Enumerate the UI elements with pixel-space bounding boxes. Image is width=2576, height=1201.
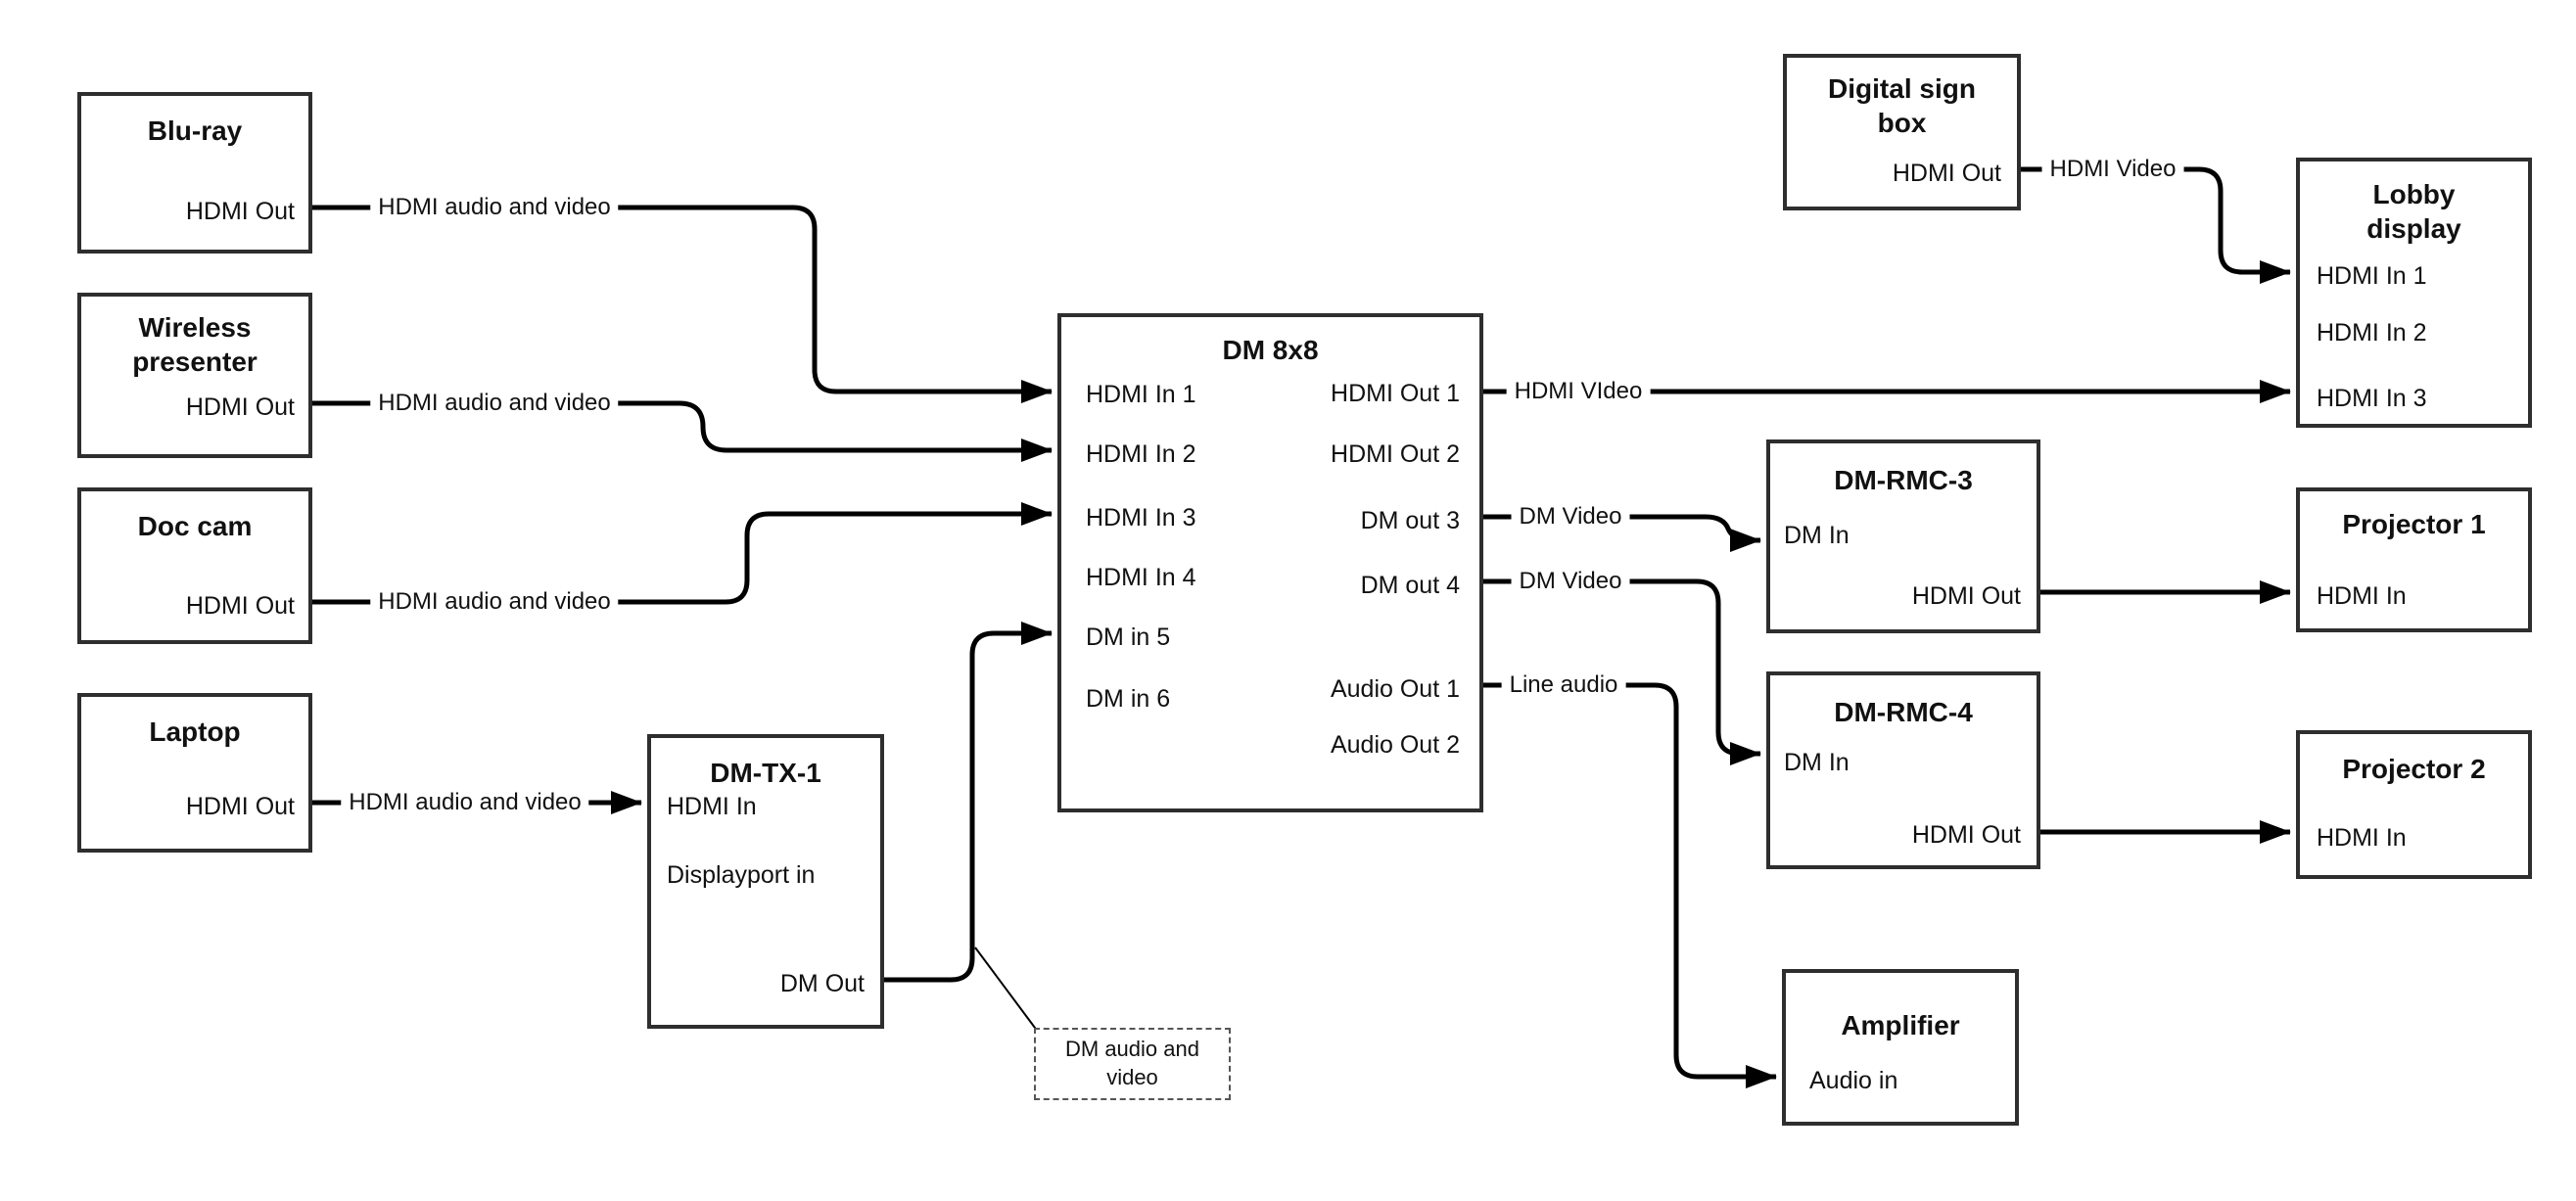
port-dm-out: DM Out <box>779 970 865 997</box>
node-title: Laptop <box>149 716 241 747</box>
node-title: Lobby display <box>2366 179 2461 244</box>
node-doc-cam: Doc cam HDMI Out <box>77 487 312 644</box>
edge-bluray-to-dm8x8-in1 <box>312 205 1053 403</box>
edge-label-bluray: HDMI audio and video <box>370 194 619 221</box>
port-dm-in: DM In <box>1784 749 1850 776</box>
port-hdmi-in-2: HDMI In 2 <box>1086 440 1196 468</box>
node-lobby-display: Lobby display HDMI In 1 HDMI In 2 HDMI I… <box>2296 158 2532 428</box>
node-title: DM-RMC-3 <box>1834 465 1973 495</box>
port-dm-in-6: DM in 6 <box>1086 685 1171 713</box>
node-projector-2: Projector 2 HDMI In <box>2296 730 2532 879</box>
edge-sign-to-lobby-in1 <box>2021 166 2291 284</box>
edge-label-hdmi-video-out1: HDMI VIdeo <box>1506 378 1651 405</box>
port-hdmi-out: HDMI Out <box>185 793 295 820</box>
port-hdmi-in: HDMI In <box>667 793 757 820</box>
edge-label-sign-hdmi-video: HDMI Video <box>2041 156 2184 183</box>
port-hdmi-in-2: HDMI In 2 <box>2317 319 2427 346</box>
node-laptop: Laptop HDMI Out <box>77 693 312 853</box>
node-title: Projector 1 <box>2342 509 2486 539</box>
port-hdmi-in: HDMI In <box>2317 582 2407 610</box>
node-digital-sign-box: Digital sign box HDMI Out <box>1783 54 2021 210</box>
port-dm-in-5: DM in 5 <box>1086 624 1171 651</box>
port-hdmi-in: HDMI In <box>2317 824 2407 852</box>
node-dm-8x8: DM 8x8 HDMI In 1 HDMI In 2 HDMI In 3 HDM… <box>1057 313 1483 812</box>
port-hdmi-out: HDMI Out <box>1892 160 2001 187</box>
port-audio-out-2: Audio Out 2 <box>1330 731 1460 759</box>
edge-doccam-to-dm8x8-in3 <box>312 502 1053 605</box>
node-amplifier: Amplifier Audio in <box>1782 969 2019 1126</box>
node-title: DM-TX-1 <box>710 758 821 788</box>
port-audio-in: Audio in <box>1809 1067 1898 1094</box>
edge-dm8x8-out3-to-rmc3 <box>1483 514 1761 552</box>
port-audio-out-1: Audio Out 1 <box>1330 675 1460 703</box>
edge-wireless-to-dm8x8-in2 <box>312 400 1053 462</box>
node-projector-1: Projector 1 HDMI In <box>2296 487 2532 632</box>
port-hdmi-out: HDMI Out <box>1911 582 2021 610</box>
port-hdmi-in-3: HDMI In 3 <box>2317 385 2427 412</box>
port-displayport-in: Displayport in <box>667 861 816 889</box>
edge-label-wireless: HDMI audio and video <box>370 390 619 417</box>
edge-label-dm-video-out3: DM Video <box>1511 503 1630 531</box>
node-title: DM-RMC-4 <box>1834 697 1973 727</box>
node-blu-ray: Blu-ray HDMI Out <box>77 92 312 254</box>
edge-label-laptop: HDMI audio and video <box>341 789 589 816</box>
port-dm-out-3: DM out 3 <box>1360 507 1460 534</box>
port-dm-in: DM In <box>1784 522 1850 549</box>
node-title: Amplifier <box>1841 1010 1960 1040</box>
port-dm-out-4: DM out 4 <box>1360 572 1460 599</box>
port-hdmi-out: HDMI Out <box>1911 821 2021 849</box>
node-wireless-presenter: Wireless presenter HDMI Out <box>77 293 312 458</box>
port-hdmi-in-1: HDMI In 1 <box>1086 381 1196 408</box>
edge-label-dm-video-out4: DM Video <box>1511 568 1630 595</box>
port-hdmi-out: HDMI Out <box>185 198 295 225</box>
edge-dm8x8-out4-to-rmc4 <box>1483 578 1761 765</box>
note-callout-line <box>974 947 1039 1033</box>
edge-label-line-audio: Line audio <box>1501 671 1626 699</box>
edge-label-doccam: HDMI audio and video <box>370 588 619 616</box>
node-dm-rmc-4: DM-RMC-4 DM In HDMI Out <box>1766 671 2040 869</box>
node-title: Wireless presenter <box>132 312 258 377</box>
port-hdmi-out: HDMI Out <box>185 393 295 421</box>
edge-dm8x8-audio1-to-amp <box>1483 682 1777 1088</box>
node-title: Digital sign box <box>1828 73 1976 138</box>
port-hdmi-out: HDMI Out <box>185 592 295 620</box>
node-dm-tx-1: DM-TX-1 HDMI In Displayport in DM Out <box>647 734 884 1029</box>
port-hdmi-out-2: HDMI Out 2 <box>1331 440 1460 468</box>
annotation-dm-audio-video: DM audio and video <box>1034 1028 1231 1100</box>
node-title: Doc cam <box>137 511 253 541</box>
port-hdmi-in-4: HDMI In 4 <box>1086 564 1196 591</box>
node-title: DM 8x8 <box>1222 335 1319 365</box>
node-title: Projector 2 <box>2342 754 2486 784</box>
node-title: Blu-ray <box>147 115 243 146</box>
port-hdmi-in-1: HDMI In 1 <box>2317 262 2427 290</box>
port-hdmi-in-3: HDMI In 3 <box>1086 504 1196 531</box>
port-hdmi-out-1: HDMI Out 1 <box>1331 380 1460 407</box>
edge-dmtx1-to-dm8x8-in5 <box>884 622 1053 983</box>
node-dm-rmc-3: DM-RMC-3 DM In HDMI Out <box>1766 439 2040 633</box>
